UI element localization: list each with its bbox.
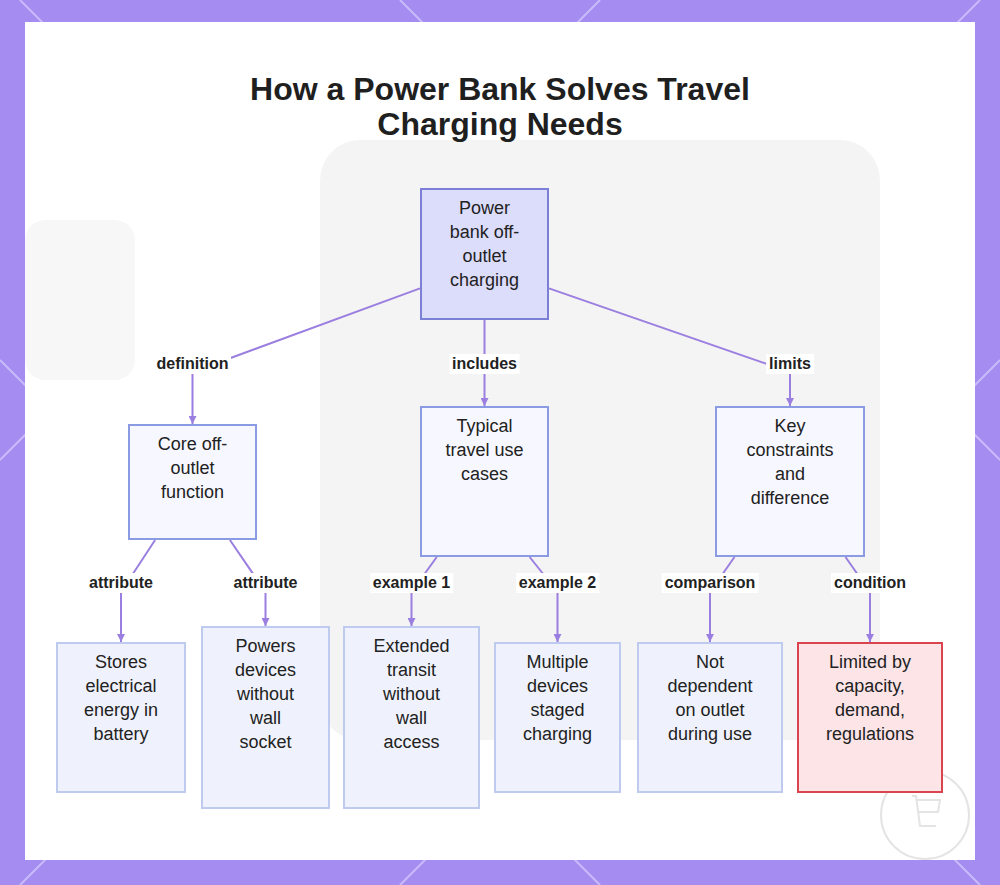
concept-box: Typical travel use cases bbox=[420, 406, 549, 557]
canvas-area bbox=[25, 22, 975, 860]
edge-label: limits bbox=[766, 354, 814, 374]
edge-label: includes bbox=[449, 354, 520, 374]
concept-box: Multiple devices staged charging bbox=[494, 642, 621, 793]
diagram-title: How a Power Bank Solves Travel Charging … bbox=[200, 72, 800, 142]
edge-label: condition bbox=[831, 573, 909, 593]
connector-line bbox=[710, 557, 735, 642]
edge-label: example 2 bbox=[516, 573, 599, 593]
edge-label: definition bbox=[154, 354, 232, 374]
background-photo bbox=[25, 220, 135, 380]
box-text: Multiple devices staged charging bbox=[496, 644, 619, 746]
concept-box: Stores electrical energy in battery bbox=[56, 642, 186, 793]
concept-box: Core off-outlet function bbox=[128, 424, 257, 540]
concept-box: Power bank off-outlet charging bbox=[420, 188, 549, 320]
box-text: Limited by capacity, demand, regulations bbox=[799, 644, 941, 746]
connector-line bbox=[846, 557, 871, 642]
connector-line bbox=[549, 288, 790, 406]
edge-label: attribute bbox=[231, 573, 301, 593]
concept-box: Not dependent on outlet during use bbox=[637, 642, 783, 793]
box-text: Key constraints and difference bbox=[717, 408, 863, 510]
box-text: Not dependent on outlet during use bbox=[639, 644, 781, 746]
watermark-icon bbox=[912, 796, 940, 826]
edge-label: example 1 bbox=[370, 573, 453, 593]
constraint-box: Limited by capacity, demand, regulations bbox=[797, 642, 943, 793]
concept-box: Powers devices without wall socket bbox=[201, 626, 330, 809]
connector-line bbox=[530, 557, 558, 642]
box-text: Extended transit without wall access bbox=[345, 628, 478, 754]
box-text: Core off-outlet function bbox=[130, 426, 255, 504]
concept-box: Extended transit without wall access bbox=[343, 626, 480, 809]
box-text: Stores electrical energy in battery bbox=[58, 644, 184, 746]
edge-label: comparison bbox=[662, 573, 759, 593]
edge-label: attribute bbox=[86, 573, 156, 593]
box-text: Powers devices without wall socket bbox=[203, 628, 328, 754]
box-text: Power bank off-outlet charging bbox=[422, 190, 547, 292]
box-text: Typical travel use cases bbox=[422, 408, 547, 486]
concept-box: Key constraints and difference bbox=[715, 406, 865, 557]
